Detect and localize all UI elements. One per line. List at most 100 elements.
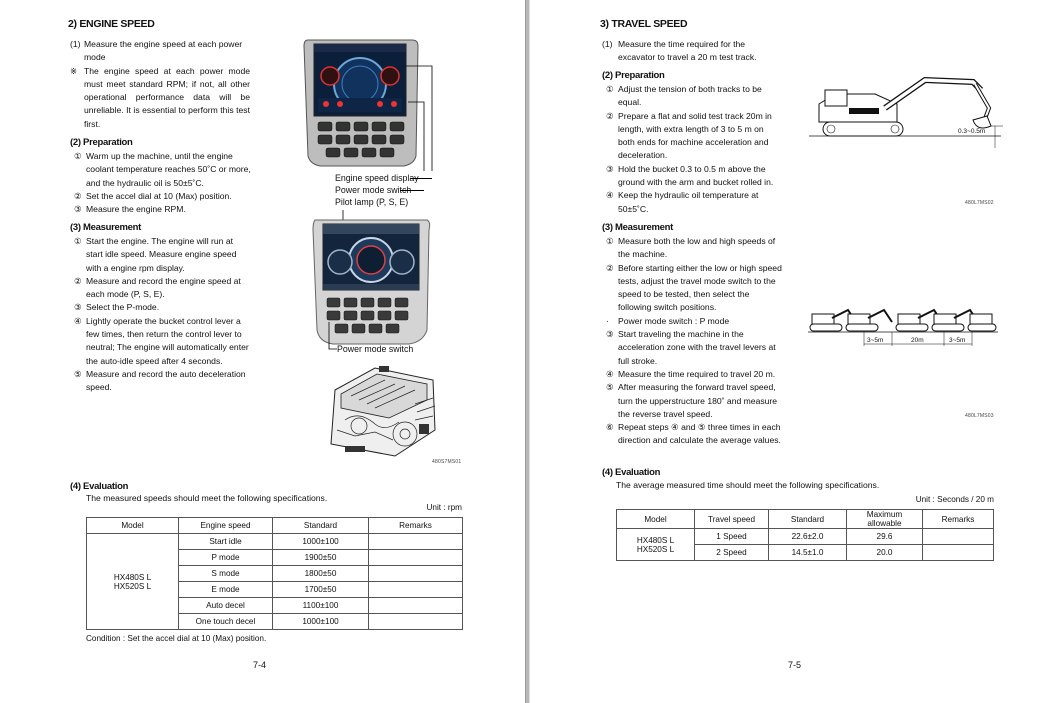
table-cell: One touch decel — [178, 613, 273, 630]
table-cell: 1100±100 — [272, 597, 369, 614]
table-cell: P mode — [178, 549, 273, 566]
table-cell — [368, 565, 463, 582]
bucket-height-dimension: 0.3~0.5m — [958, 128, 986, 135]
leader-line — [410, 178, 432, 179]
table-cell — [922, 528, 994, 545]
table-cell: 14.5±1.0 — [768, 544, 847, 561]
table-cell — [368, 581, 463, 598]
col-header: Standard — [768, 509, 847, 529]
table-cell: 1 Speed — [694, 528, 769, 545]
travel-speed-table: Model Travel speed Standard Maximum allo… — [616, 509, 994, 561]
unit-label: Unit : rpm — [426, 503, 463, 512]
table-cell — [368, 549, 463, 566]
col-header: Travel speed — [694, 509, 769, 529]
evaluation-text: The measured speeds should meet the foll… — [86, 493, 328, 503]
left-page: 2) ENGINE SPEED (1)Measure the engine sp… — [0, 0, 525, 703]
page-gutter — [525, 0, 530, 703]
unit-label: Unit : Seconds / 20 m — [915, 495, 994, 504]
intro-block: (1)Measure the time required for the exc… — [602, 38, 782, 65]
table-cell: E mode — [178, 581, 273, 598]
excavator-side-figure — [809, 76, 1003, 148]
intro-item: (1)Measure the engine speed at each powe… — [70, 39, 243, 63]
monitor-figure — [312, 210, 431, 350]
col-header: Standard — [272, 517, 369, 534]
table-cell — [922, 544, 994, 561]
callout-power-mode-switch: Power mode switch — [335, 185, 412, 195]
table-cell: 29.6 — [846, 528, 923, 545]
intro-item: (1)Measure the time required for the exc… — [602, 39, 757, 63]
list-item: ·Power mode switch : P mode — [606, 315, 730, 326]
dimension-test: 20m — [911, 337, 924, 344]
cluster-display-figure — [303, 39, 433, 171]
table-header-row: Model Travel speed Standard Maximum allo… — [616, 509, 994, 529]
table-cell: Auto decel — [178, 597, 273, 614]
table-cell — [368, 597, 463, 614]
evaluation-heading: (4) Evaluation — [602, 467, 661, 478]
table-cell: 1700±50 — [272, 581, 369, 598]
dimension-accel: 3~5m — [867, 337, 884, 344]
col-header: Remarks — [368, 517, 463, 534]
image-code: 480L7MS02 — [965, 200, 994, 206]
intro-item: ※The engine speed at each power mode mus… — [70, 65, 250, 129]
engine-figure — [330, 366, 436, 457]
measurement-heading: (3) Measurement — [70, 222, 141, 233]
image-code: 480L7MS03 — [965, 413, 994, 419]
measurement-heading: (3) Measurement — [602, 222, 673, 233]
table-cell: 1000±100 — [272, 613, 369, 630]
table-cell: 1800±50 — [272, 565, 369, 582]
callout-power-mode-switch-2: Power mode switch — [337, 344, 414, 354]
callout-engine-speed-display: Engine speed display — [335, 173, 419, 183]
page-number: 7-5 — [788, 660, 802, 670]
table-cell: S mode — [178, 565, 273, 582]
col-header: Engine speed — [178, 517, 273, 534]
evaluation-text: The average measured time should meet th… — [616, 480, 880, 490]
travel-track-figure — [808, 308, 998, 346]
section-title: 3) TRAVEL SPEED — [600, 18, 688, 30]
table-cell — [368, 533, 463, 550]
right-page: 3) TRAVEL SPEED (1)Measure the time requ… — [530, 0, 1058, 703]
dimension-decel: 3~5m — [949, 337, 966, 344]
image-code: 480S7MS01 — [432, 459, 462, 465]
preparation-heading: (2) Preparation — [70, 137, 133, 148]
col-header: Model — [616, 509, 695, 529]
evaluation-heading: (4) Evaluation — [70, 481, 129, 492]
col-header: Maximum allowable — [846, 509, 923, 529]
excavator-icons — [809, 308, 997, 332]
leader-line — [400, 190, 424, 191]
table-cell: 1900±50 — [272, 549, 369, 566]
col-header: Remarks — [922, 509, 994, 529]
col-header: Model — [86, 517, 179, 534]
intro-block: (1)Measure the engine speed at each powe… — [70, 38, 250, 131]
table-cell: Start idle — [178, 533, 273, 550]
table-cell: 1000±100 — [272, 533, 369, 550]
preparation-heading: (2) Preparation — [602, 70, 665, 81]
condition-note: Condition : Set the accel dial at 10 (Ma… — [86, 634, 267, 643]
table-cell: 2 Speed — [694, 544, 769, 561]
